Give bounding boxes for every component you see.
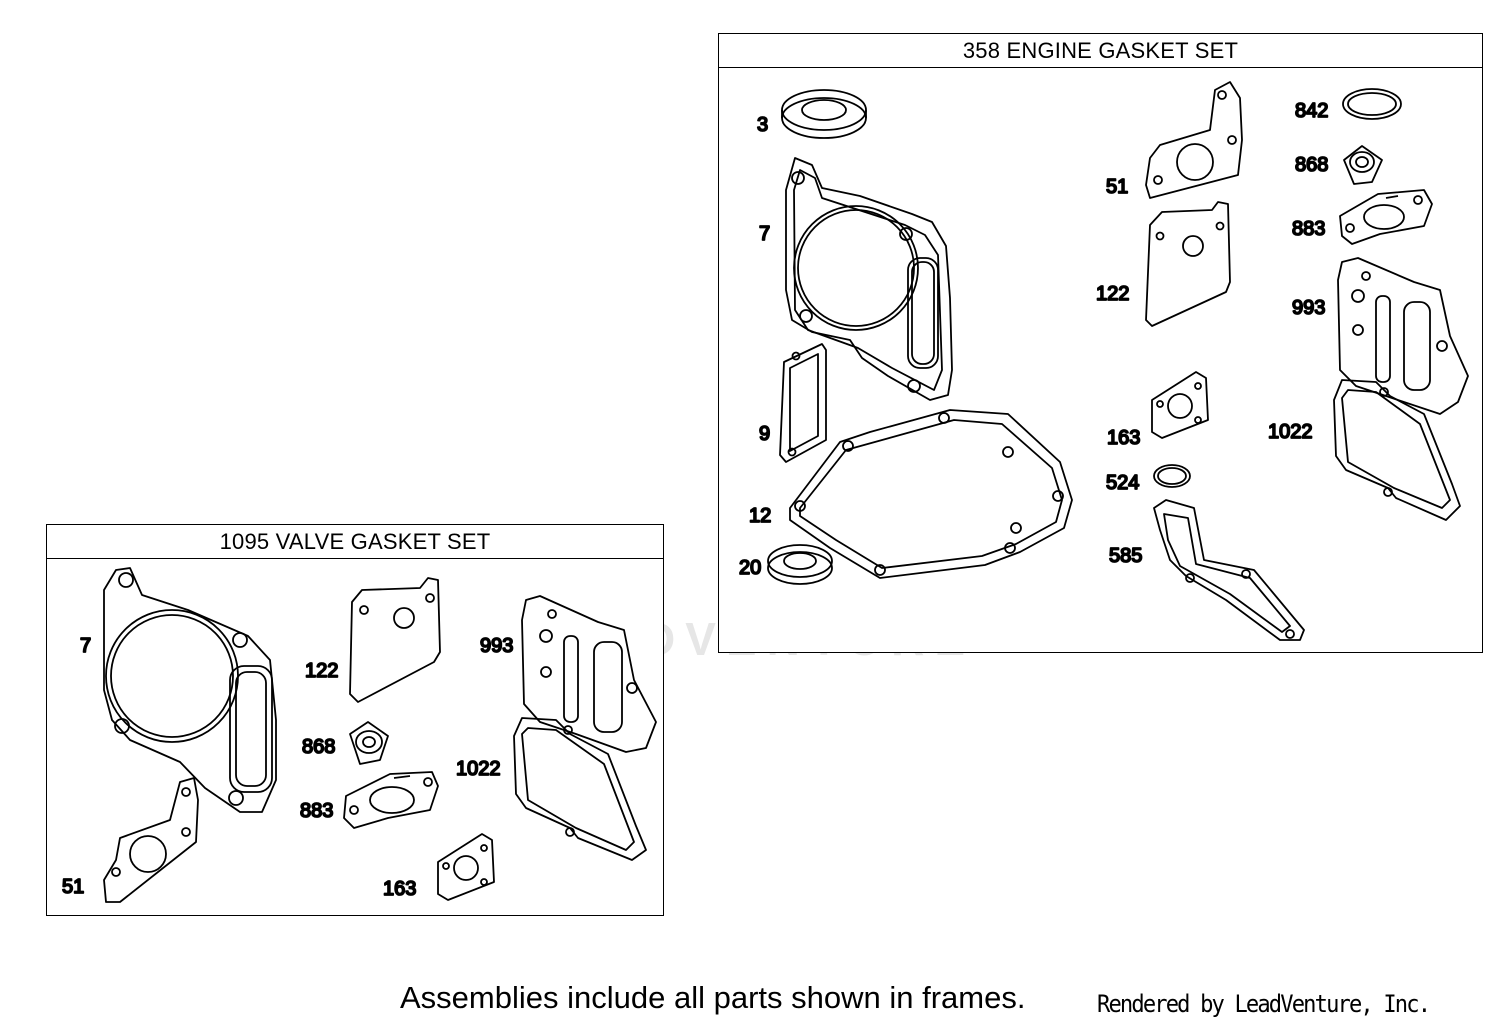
valve-gasket-set-title: 1095 VALVE GASKET SET	[47, 525, 663, 559]
engine-gasket-set-frame: 358 ENGINE GASKET SET	[718, 33, 1483, 653]
rendered-by-credit: Rendered by LeadVenture, Inc.	[1097, 990, 1431, 1018]
assemblies-note: Assemblies include all parts shown in fr…	[400, 980, 1026, 1015]
valve-gasket-set-frame: 1095 VALVE GASKET SET	[46, 524, 664, 916]
engine-gasket-set-title: 358 ENGINE GASKET SET	[719, 34, 1482, 68]
